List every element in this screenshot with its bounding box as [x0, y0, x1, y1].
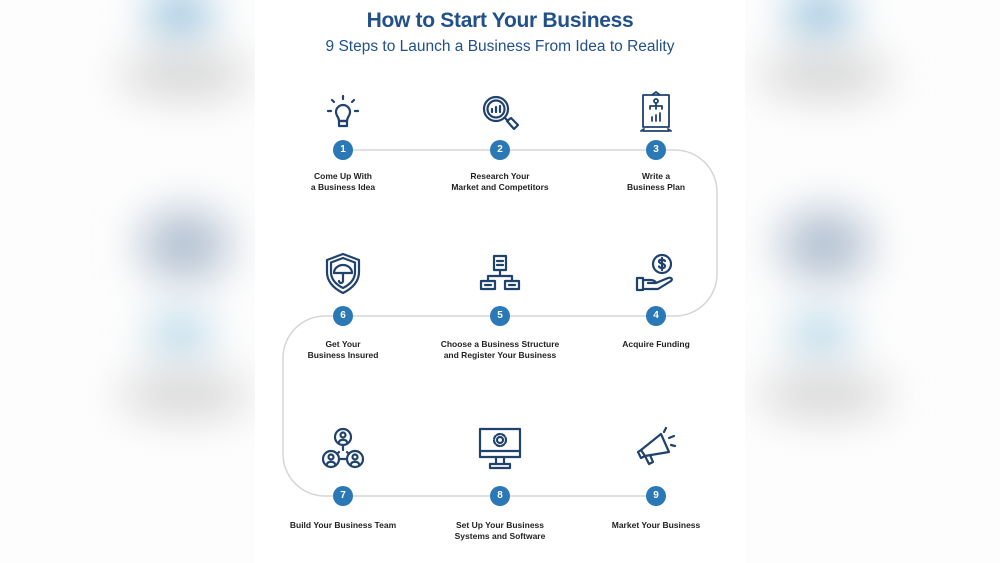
step-label: Research Your Market and Competitors — [451, 171, 549, 192]
step-number: 4 — [646, 306, 666, 326]
megaphone-icon — [636, 426, 677, 466]
hand-dollar-icon — [635, 253, 673, 292]
step-label: Build Your Business Team — [289, 520, 397, 530]
lightbulb-icon — [326, 94, 360, 128]
step-label: Set Up Your Business Systems and Softwar… — [454, 520, 546, 541]
step-number: 2 — [490, 140, 510, 160]
team-icon — [321, 427, 365, 469]
step-number: 5 — [490, 306, 510, 326]
shield-umbrella-icon — [325, 252, 361, 295]
step-label: Market Your Business — [611, 520, 701, 530]
step-label: Choose a Business Structure and Register… — [440, 339, 560, 360]
step-number: 1 — [333, 140, 353, 160]
step-label: Get Your Business Insured — [307, 339, 379, 360]
infographic-title: How to Start Your Business — [366, 9, 634, 32]
step-number: 6 — [333, 306, 353, 326]
step-label: Write a Business Plan — [626, 171, 686, 192]
infographic: How to Start Your Business 9 Steps to La… — [255, 0, 745, 563]
org-structure-icon — [479, 254, 521, 291]
magnifier-chart-icon — [482, 95, 520, 131]
step-number: 7 — [333, 486, 353, 506]
step-number: 8 — [490, 486, 510, 506]
step-number: 9 — [646, 486, 666, 506]
step-label: Come Up With a Business Idea — [310, 171, 376, 192]
infographic-subtitle: 9 Steps to Launch a Business From Idea t… — [325, 38, 675, 55]
step-label: Acquire Funding — [622, 339, 690, 349]
step-number: 3 — [646, 140, 666, 160]
clipboard-plan-icon — [640, 91, 672, 132]
monitor-gear-icon — [478, 427, 522, 470]
